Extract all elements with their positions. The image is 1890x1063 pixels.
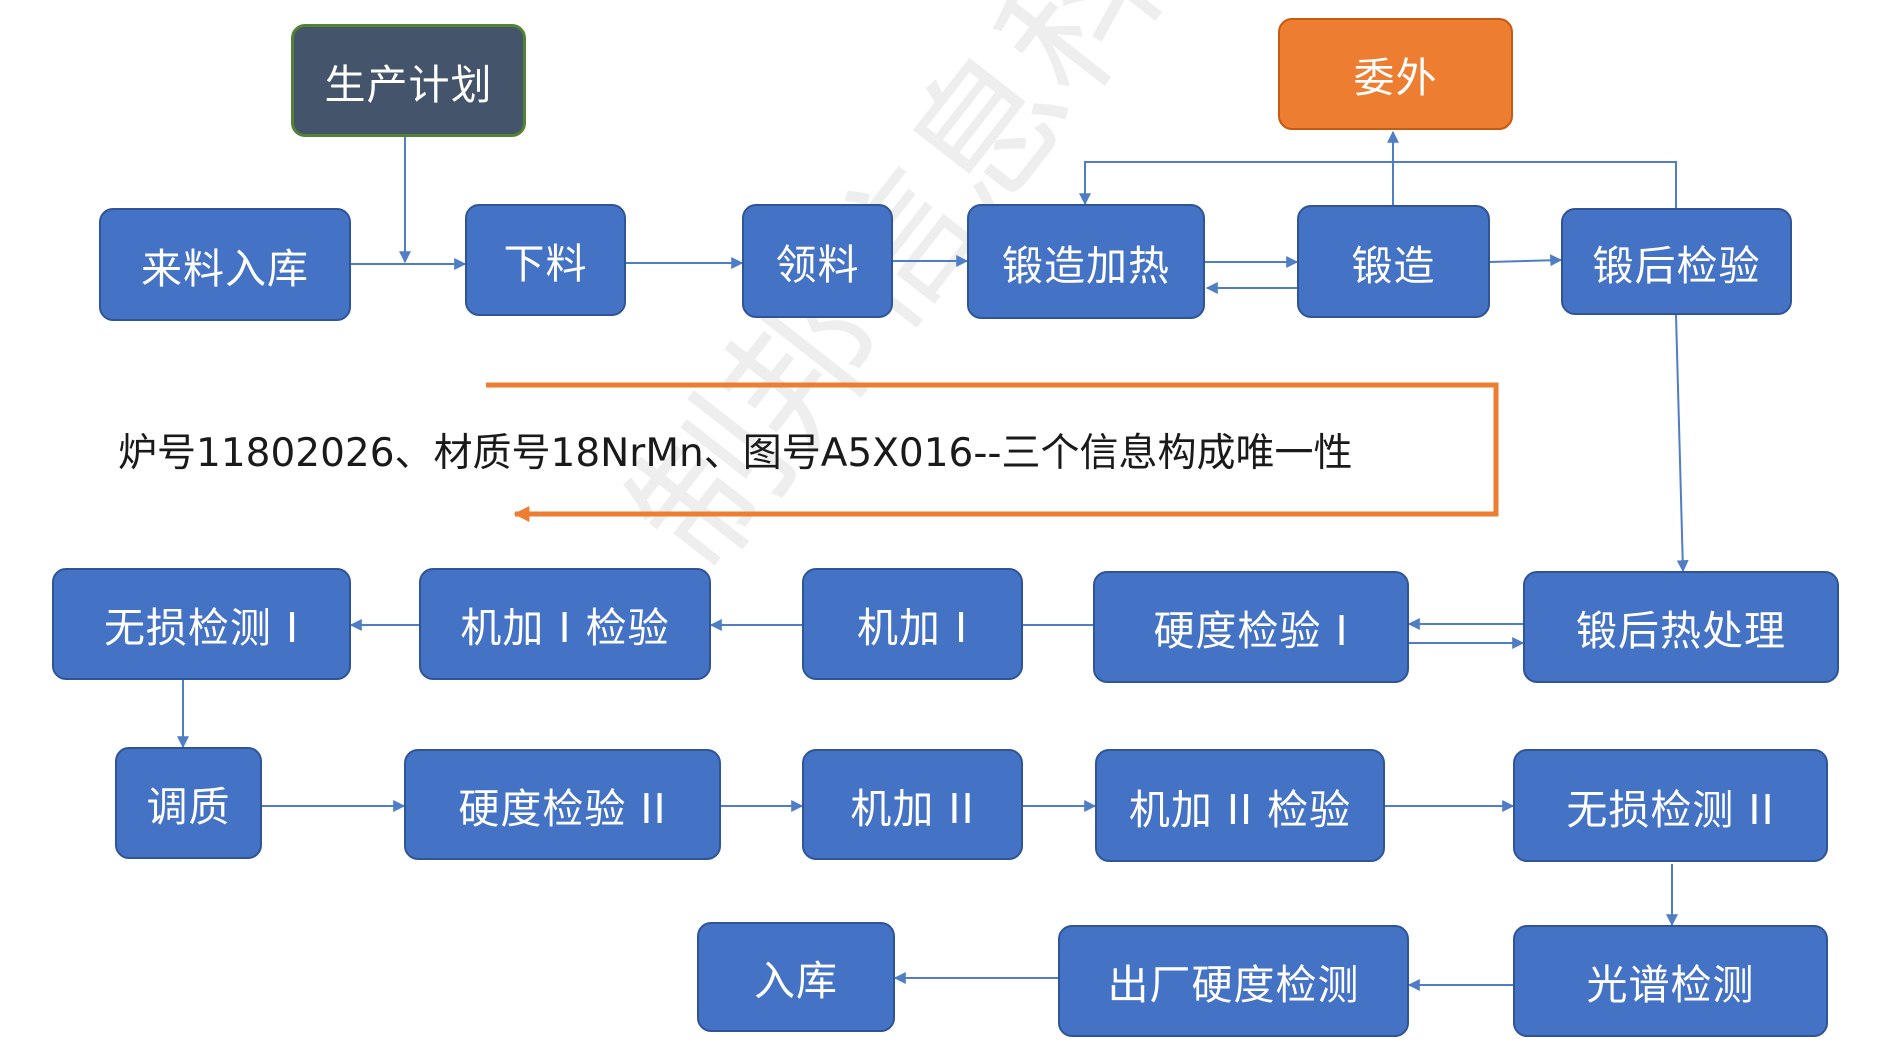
node-quench-temper: 调质	[115, 747, 262, 859]
node-forging: 锻造	[1297, 205, 1490, 318]
node-forge-heating: 锻造加热	[967, 204, 1205, 319]
node-post-forge-inspection: 锻后检验	[1561, 208, 1792, 315]
inspection-to-heat-treatment-arrow	[1675, 314, 1689, 573]
node-production-plan: 生产计划	[291, 24, 526, 137]
node-post-forge-heat-treatment: 锻后热处理	[1523, 571, 1839, 683]
node-warehouse-in: 入库	[697, 922, 895, 1032]
node-machining-1-inspection: 机加 I 检验	[419, 568, 711, 680]
node-machining-1: 机加 I	[802, 568, 1023, 680]
forging-to-inspection-arrow	[1489, 254, 1563, 267]
node-hardness-inspection-2: 硬度检验 II	[404, 749, 721, 860]
node-material-pickup: 领料	[742, 204, 893, 318]
inspection-to-heating-arrow	[1079, 161, 1677, 208]
node-blanking: 下料	[465, 204, 626, 316]
node-ndt-1: 无损检测 I	[52, 568, 351, 680]
node-machining-2: 机加 II	[802, 749, 1023, 860]
uniqueness-note: 炉号11802026、材质号18NrMn、图号A5X016--三个信息构成唯一性	[118, 431, 1353, 476]
node-outsource: 委外	[1278, 18, 1513, 130]
node-spectral-test: 光谱检测	[1513, 925, 1828, 1037]
node-final-hardness-test: 出厂硬度检测	[1058, 925, 1409, 1037]
node-hardness-inspection-1: 硬度检验 I	[1093, 571, 1409, 683]
note-bracket-arrow	[486, 382, 1499, 522]
node-ndt-2: 无损检测 II	[1513, 749, 1828, 862]
node-machining-2-inspection: 机加 II 检验	[1095, 749, 1385, 862]
node-incoming-storage: 来料入库	[99, 208, 351, 321]
